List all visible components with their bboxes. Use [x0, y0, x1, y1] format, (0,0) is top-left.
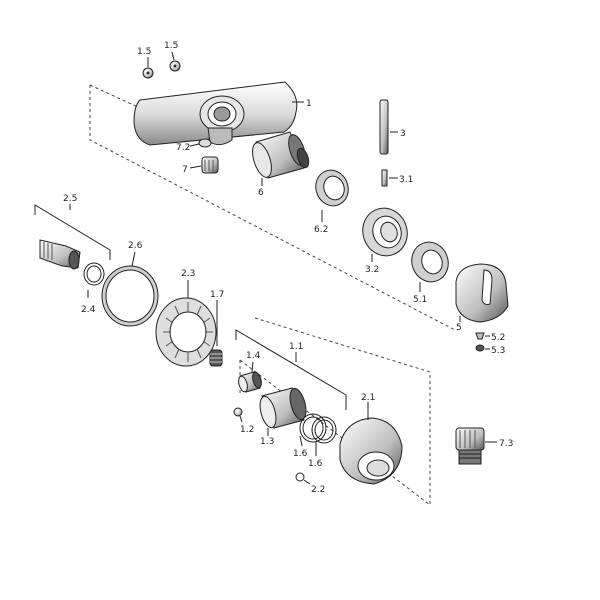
label-1-6b: 1.6 [308, 459, 323, 469]
label-2-4: 2.4 [81, 305, 96, 315]
part-2-4-oring [83, 262, 105, 286]
part-2-2-ring [295, 472, 305, 482]
part-3-2-ringnut [362, 207, 408, 257]
part-3-rod [379, 99, 389, 155]
label-5: 5 [456, 323, 462, 333]
label-1-6a: 1.6 [293, 449, 308, 459]
part-5-handle [455, 263, 509, 323]
part-5-2-screw [475, 332, 485, 340]
assembly-guide-lines [89, 84, 456, 506]
label-3-1: 3.1 [399, 175, 413, 185]
part-1-5-nut-a [142, 67, 154, 79]
part-1-5-nut-b [169, 60, 181, 72]
part-3-1-pin [381, 169, 388, 187]
leader-2-2 [303, 479, 311, 485]
leader-1-2 [239, 415, 243, 423]
bracket-1-1 [235, 329, 347, 410]
part-2-6-ring [101, 265, 159, 327]
label-1-1: 1.1 [289, 342, 303, 352]
label-2-5: 2.5 [63, 194, 77, 204]
label-7: 7 [182, 165, 188, 175]
label-1-5a: 1.5 [137, 47, 151, 57]
label-1-3: 1.3 [260, 437, 274, 447]
part-7-filter [201, 156, 219, 174]
label-5-2: 5.2 [491, 333, 505, 343]
part-1-6-oring-b [311, 416, 337, 444]
label-3-2: 3.2 [365, 265, 379, 275]
label-6-2: 6.2 [314, 225, 328, 235]
part-1-body [133, 81, 298, 146]
leader-2-6 [131, 251, 136, 267]
part-2-5-connector [39, 239, 81, 270]
part-1-3-valve [259, 387, 307, 429]
label-1: 1 [306, 99, 312, 109]
part-6-cartridge [252, 131, 310, 179]
part-6-2-ring [315, 169, 349, 207]
label-2-1: 2.1 [361, 393, 375, 403]
leader-1-4 [251, 361, 254, 373]
label-7-2: 7.2 [176, 143, 190, 153]
leader-1-5b [171, 51, 175, 61]
label-1-4: 1.4 [246, 351, 261, 361]
label-5-3: 5.3 [491, 346, 505, 356]
part-2-1-cover [339, 417, 403, 485]
label-2-6: 2.6 [128, 241, 143, 251]
label-1-5b: 1.5 [164, 41, 178, 51]
label-1-7: 1.7 [210, 290, 224, 300]
label-6: 6 [258, 188, 264, 198]
part-1-7-filter [209, 349, 223, 367]
part-7-3-connector [455, 427, 485, 465]
part-1-2-ball [233, 407, 243, 417]
label-3: 3 [400, 129, 406, 139]
label-5-1: 5.1 [413, 295, 427, 305]
label-1-2: 1.2 [240, 425, 254, 435]
part-5-1-stopring [411, 241, 449, 283]
label-7-3: 7.3 [499, 439, 513, 449]
label-2-2: 2.2 [311, 485, 325, 495]
part-1-6-oring-a [299, 413, 327, 443]
part-1-4-sleeve [238, 371, 262, 393]
leader-7 [189, 165, 202, 169]
leader-7-2 [189, 143, 200, 147]
bracket-2-5 [34, 204, 111, 260]
label-2-3: 2.3 [181, 269, 195, 279]
leader-1-6a [299, 435, 303, 447]
part-5-3-cap [475, 344, 485, 352]
part-7-2-washer [198, 138, 212, 148]
part-2-3-grip [155, 297, 217, 367]
